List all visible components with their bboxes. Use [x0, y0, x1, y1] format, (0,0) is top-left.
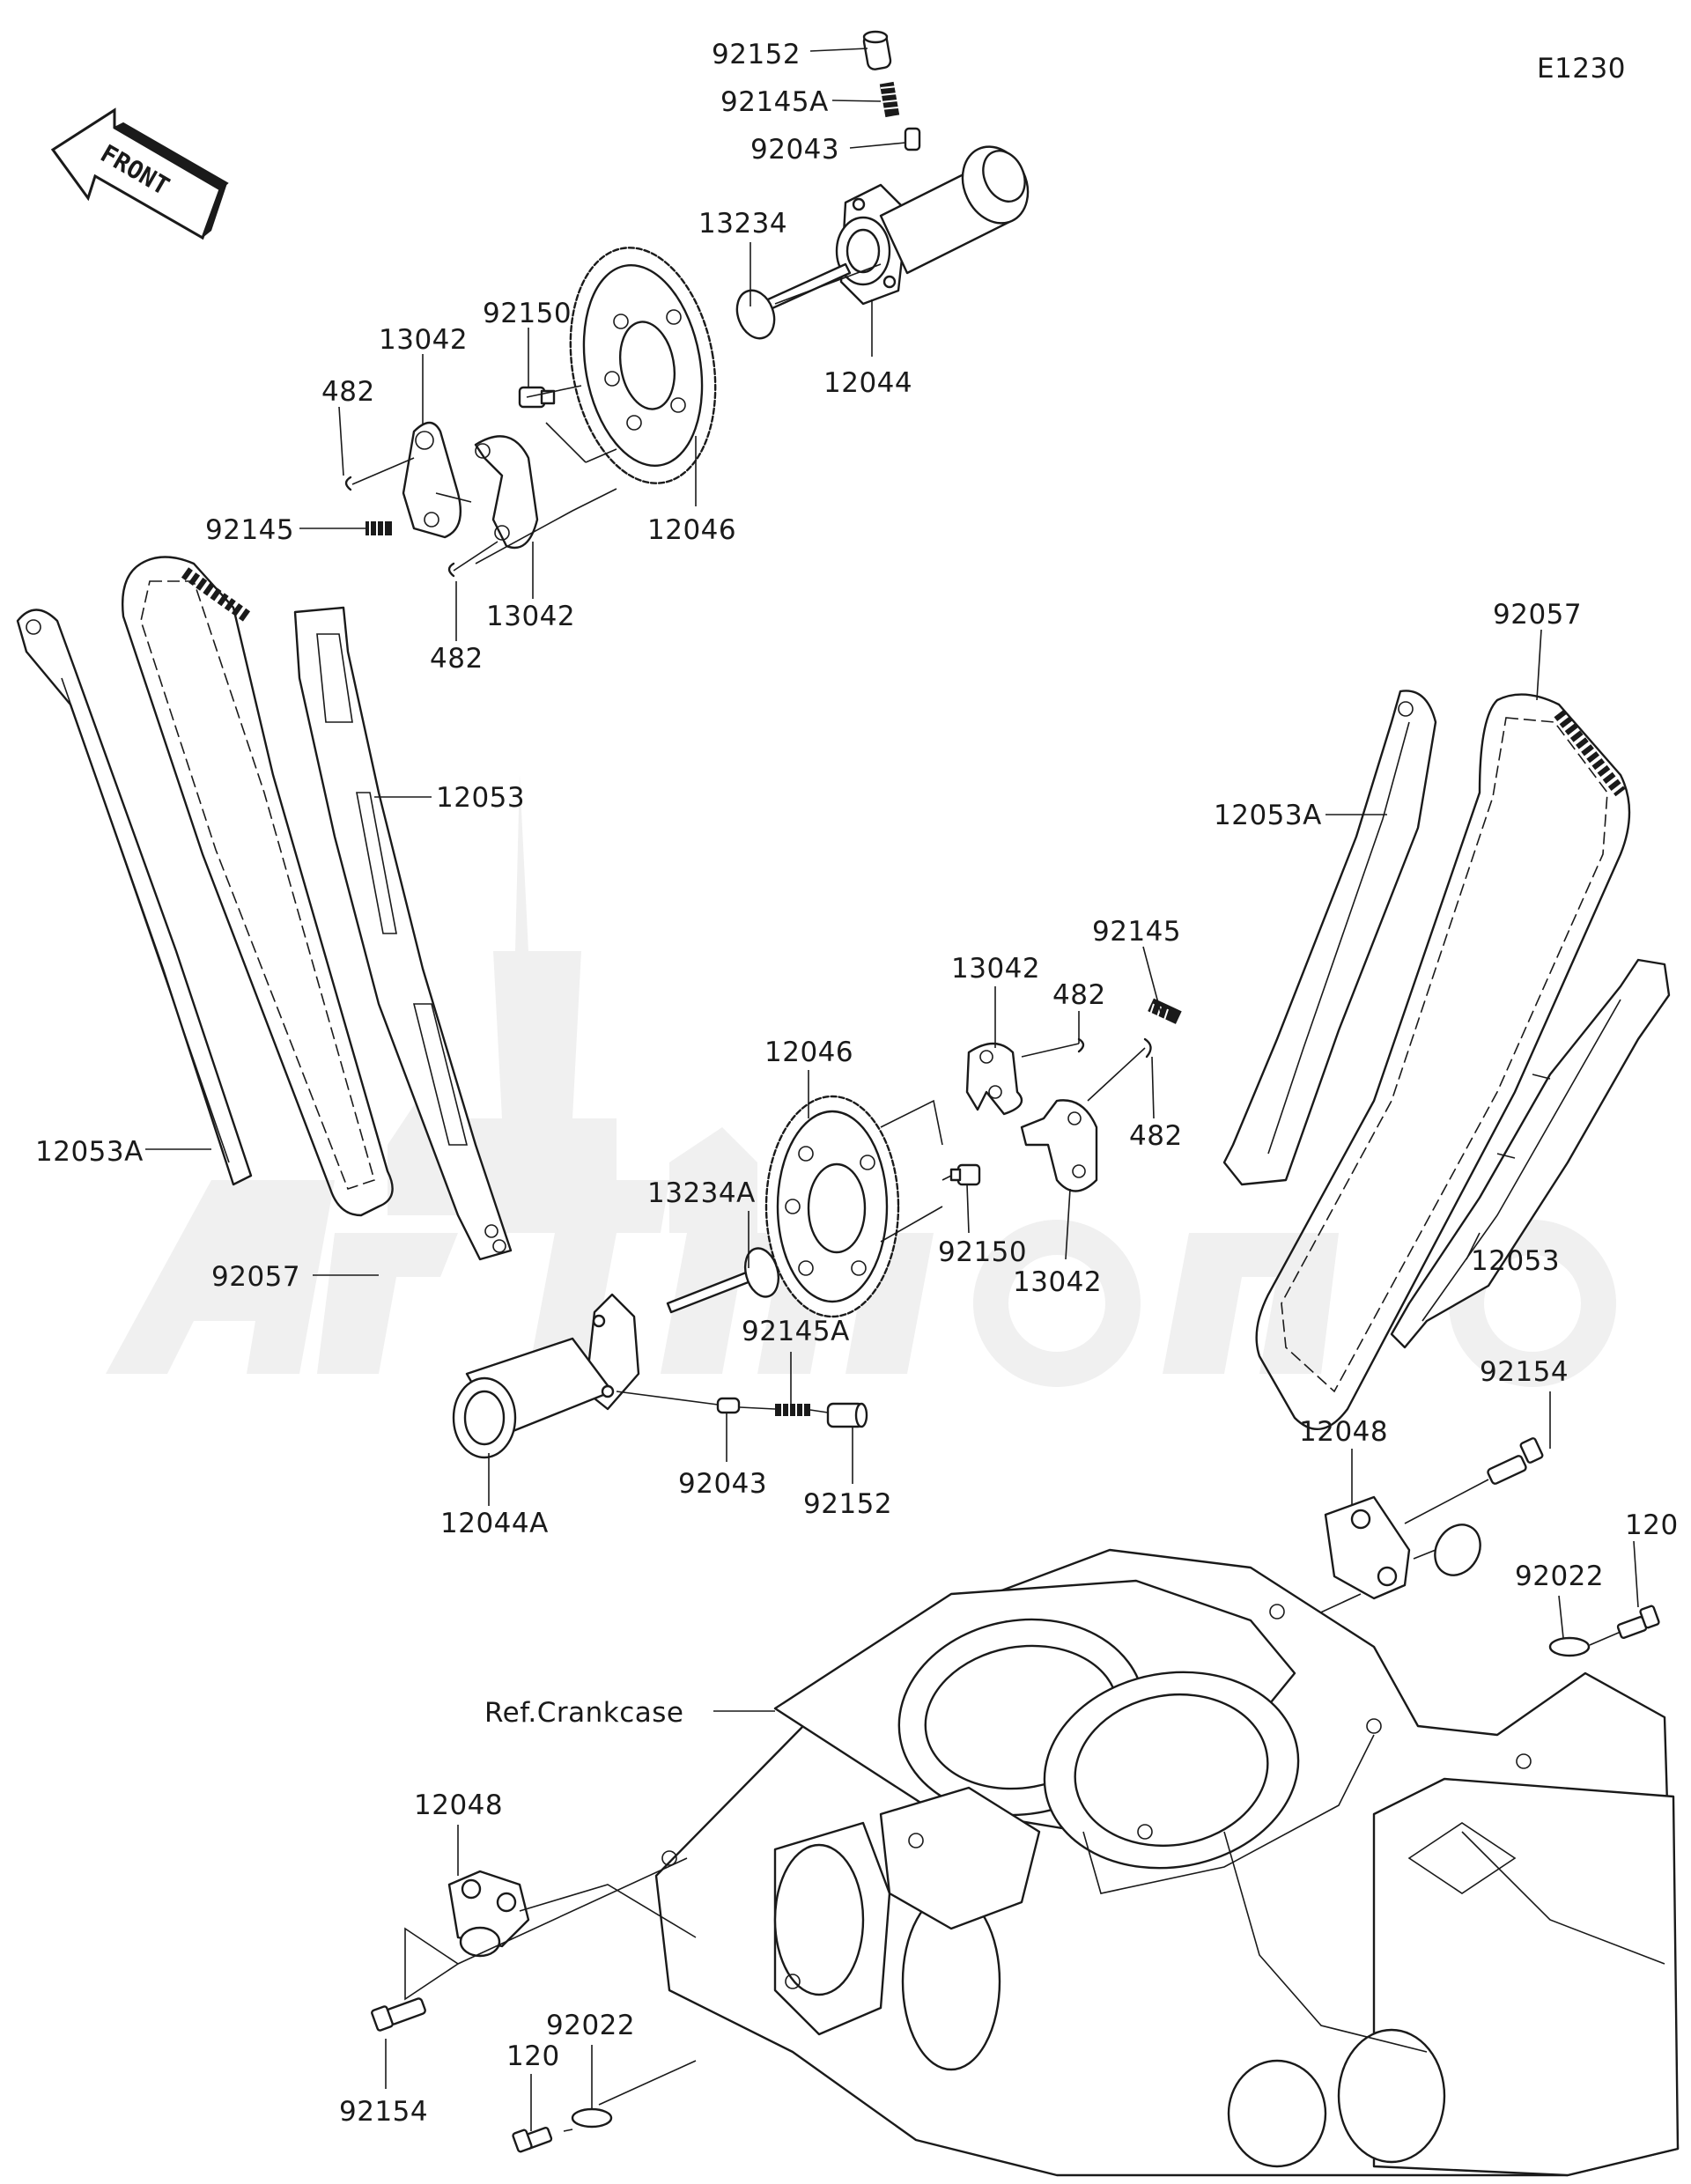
part-13042-top-a[interactable] [402, 421, 472, 539]
part-92022-left[interactable] [571, 2107, 613, 2129]
label-92145-right[interactable]: 92145 [1092, 916, 1181, 948]
label-12044[interactable]: 12044 [823, 367, 912, 399]
front-arrow-icon: FRONT [50, 107, 229, 240]
part-12046-top[interactable] [553, 236, 733, 495]
label-92022-left[interactable]: 92022 [546, 2010, 635, 2041]
label-92150-mid[interactable]: 92150 [938, 1236, 1027, 1268]
part-13234[interactable] [731, 262, 852, 343]
label-12053A-left[interactable]: 12053A [35, 1136, 144, 1168]
part-92152-mid[interactable] [826, 1402, 868, 1428]
label-12048-right[interactable]: 12048 [1299, 1416, 1388, 1448]
label-12044A[interactable]: 12044A [440, 1508, 549, 1539]
part-92150-mid[interactable] [949, 1163, 981, 1186]
label-13042-mid-a[interactable]: 13042 [951, 953, 1040, 985]
label-92057-left[interactable]: 92057 [211, 1261, 300, 1293]
diagram-code: E1230 [1537, 53, 1626, 85]
label-13042-top-b[interactable]: 13042 [486, 601, 575, 632]
label-92022-right[interactable]: 92022 [1515, 1561, 1604, 1592]
part-92152-top[interactable] [862, 30, 892, 70]
leader-lines [145, 48, 1639, 2131]
part-482-top-b[interactable] [447, 562, 455, 578]
crankcase [654, 1548, 1680, 2177]
part-92145-right[interactable] [1148, 998, 1182, 1024]
reference-label[interactable]: Ref.Crankcase [484, 1697, 683, 1729]
part-12053A-left[interactable] [16, 609, 253, 1186]
label-13234[interactable]: 13234 [698, 208, 787, 240]
label-13234A[interactable]: 13234A [647, 1177, 756, 1209]
label-482-top-b[interactable]: 482 [430, 643, 484, 675]
part-92145-top[interactable] [366, 521, 392, 535]
label-13042-mid-b[interactable]: 13042 [1013, 1266, 1102, 1298]
part-92057-left[interactable] [122, 556, 394, 1217]
part-120-right[interactable] [1616, 1605, 1660, 1640]
part-482-top-a[interactable] [344, 476, 352, 491]
label-13042-top-a[interactable]: 13042 [379, 324, 468, 356]
part-13042-mid-b[interactable] [1020, 1099, 1098, 1192]
part-482-mid-a[interactable] [1077, 1037, 1085, 1053]
part-12053A-right[interactable] [1222, 690, 1437, 1186]
label-92152-mid[interactable]: 92152 [803, 1488, 892, 1520]
label-120-left[interactable]: 120 [506, 2040, 560, 2072]
part-92022-right[interactable] [1548, 1636, 1591, 1657]
label-482-top-a[interactable]: 482 [321, 376, 375, 408]
part-92057-right[interactable] [1255, 693, 1631, 1430]
label-92043-top[interactable]: 92043 [750, 134, 839, 166]
part-labels: 92152 92145A 92043 13234 12044 92150 130… [35, 39, 1679, 2128]
part-12053-left[interactable] [293, 606, 513, 1261]
part-12044A[interactable] [452, 1293, 640, 1459]
label-92057-right[interactable]: 92057 [1493, 599, 1582, 631]
part-92150-top[interactable] [518, 386, 556, 409]
part-13042-mid-a[interactable] [965, 1042, 1023, 1116]
label-92150-top[interactable]: 92150 [483, 298, 572, 329]
part-12046-mid[interactable] [764, 1095, 900, 1318]
part-92145A-top[interactable] [879, 81, 900, 118]
label-92043-mid[interactable]: 92043 [678, 1468, 767, 1500]
label-12053-left[interactable]: 12053 [436, 782, 525, 814]
part-12053-right[interactable] [1390, 958, 1671, 1349]
part-92154-left[interactable] [371, 1997, 426, 2032]
part-13042-top-b[interactable] [474, 435, 539, 550]
label-92145A-mid[interactable]: 92145A [742, 1316, 850, 1347]
part-12048-left[interactable] [447, 1870, 530, 1958]
part-12048-right[interactable] [1324, 1495, 1489, 1600]
label-12053-right[interactable]: 12053 [1471, 1245, 1560, 1277]
part-92043-top[interactable] [904, 127, 921, 151]
label-12048-left[interactable]: 12048 [414, 1789, 503, 1821]
part-92154-right[interactable] [1487, 1437, 1544, 1485]
label-482-mid-a[interactable]: 482 [1052, 979, 1106, 1011]
part-120-left[interactable] [512, 2126, 553, 2153]
part-13234A[interactable] [666, 1244, 784, 1314]
label-92145A-top[interactable]: 92145A [720, 86, 829, 118]
part-92043-mid[interactable] [716, 1397, 741, 1414]
label-92152-top[interactable]: 92152 [712, 39, 801, 70]
label-92145-top[interactable]: 92145 [205, 514, 294, 546]
label-12053A-right[interactable]: 12053A [1214, 800, 1322, 831]
label-120-right[interactable]: 120 [1625, 1509, 1679, 1541]
part-482-mid-b[interactable] [1143, 1037, 1152, 1059]
label-12046-mid[interactable]: 12046 [764, 1037, 853, 1068]
label-12046-top[interactable]: 12046 [647, 514, 736, 546]
label-482-mid-b[interactable]: 482 [1129, 1120, 1183, 1152]
part-12044-top[interactable] [835, 136, 1040, 306]
label-92154-right[interactable]: 92154 [1480, 1356, 1569, 1388]
label-92154-left[interactable]: 92154 [339, 2096, 428, 2128]
part-92145A-mid[interactable] [775, 1404, 810, 1416]
